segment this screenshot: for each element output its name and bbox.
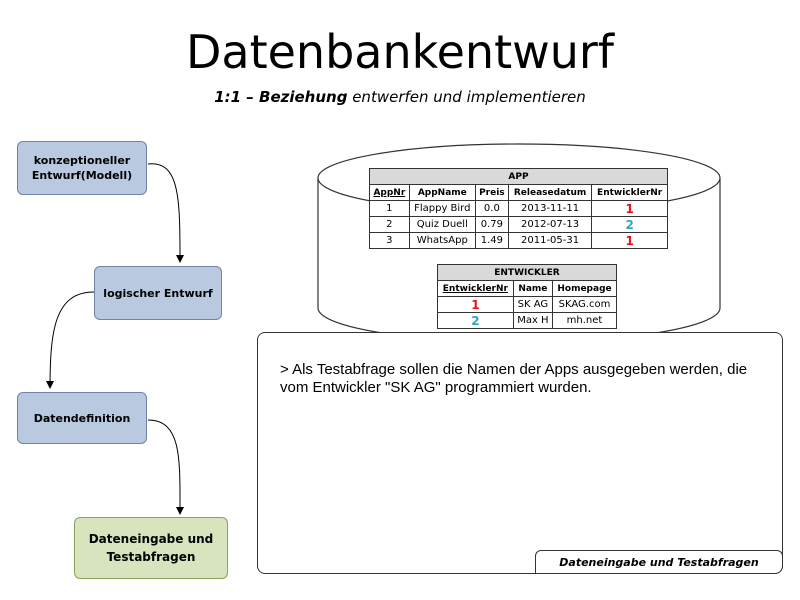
app-col-appname: AppName bbox=[408, 184, 476, 201]
cell: Max H bbox=[512, 312, 554, 329]
pk-cell: 2 bbox=[437, 312, 514, 329]
app-col-releasedatum: Releasedatum bbox=[507, 184, 593, 201]
cell: 2013-11-11 bbox=[507, 200, 593, 217]
pk-cell: 1 bbox=[437, 296, 514, 313]
entwickler-col-name: Name bbox=[512, 280, 554, 297]
cell: 1 bbox=[369, 200, 410, 217]
cell: WhatsApp bbox=[408, 232, 476, 249]
arrow-3-4 bbox=[147, 419, 185, 515]
cell: 0.79 bbox=[474, 216, 509, 233]
arrow-2-3 bbox=[46, 291, 95, 389]
cell: 2011-05-31 bbox=[507, 232, 593, 249]
flow-step-dateneingabe: Dateneingabe und Testabfragen bbox=[74, 517, 228, 579]
fk-cell: 1 bbox=[591, 200, 668, 217]
query-panel: > Als Testabfrage sollen die Namen der A… bbox=[257, 332, 783, 574]
flow-step-logisch: logischer Entwurf bbox=[94, 266, 222, 320]
flow-step-konzeptionell: konzeptioneller Entwurf(Modell) bbox=[17, 141, 147, 195]
table-row: 1 SK AG SKAG.com bbox=[437, 296, 617, 313]
entwickler-col-entwicklernr: EntwicklerNr bbox=[437, 280, 514, 297]
table-row: 1 Flappy Bird 0.0 2013-11-11 1 bbox=[369, 200, 668, 217]
subtitle-strong: 1:1 – Beziehung bbox=[214, 88, 348, 106]
cell: SKAG.com bbox=[552, 296, 617, 313]
entwickler-col-homepage: Homepage bbox=[552, 280, 617, 297]
entwickler-table: ENTWICKLER EntwicklerNr Name Homepage 1 … bbox=[437, 264, 617, 329]
page-subtitle: 1:1 – Beziehung entwerfen und implementi… bbox=[0, 88, 800, 106]
entwickler-table-caption: ENTWICKLER bbox=[437, 264, 617, 281]
table-row: 3 WhatsApp 1.49 2011-05-31 1 bbox=[369, 232, 668, 249]
query-text: > Als Testabfrage sollen die Namen der A… bbox=[280, 361, 748, 396]
app-table-caption: APP bbox=[369, 168, 668, 185]
cell: 2012-07-13 bbox=[507, 216, 593, 233]
flow-step-datendefinition: Datendefinition bbox=[17, 392, 147, 444]
app-table: APP AppNr AppName Preis Releasedatum Ent… bbox=[369, 168, 668, 249]
cell: 3 bbox=[369, 232, 410, 249]
panel-tab-label: Dateneingabe und Testabfragen bbox=[535, 550, 783, 574]
table-row: 2 Quiz Duell 0.79 2012-07-13 2 bbox=[369, 216, 668, 233]
cell: 2 bbox=[369, 216, 410, 233]
subtitle-rest: entwerfen und implementieren bbox=[347, 88, 586, 106]
arrow-1-2 bbox=[147, 163, 184, 263]
fk-cell: 2 bbox=[591, 216, 668, 233]
cell: SK AG bbox=[512, 296, 554, 313]
cell: 0.0 bbox=[474, 200, 509, 217]
app-col-entwicklernr: EntwicklerNr bbox=[591, 184, 668, 201]
cell: Flappy Bird bbox=[408, 200, 476, 217]
page-title: Datenbankentwurf bbox=[185, 25, 614, 79]
cell: mh.net bbox=[552, 312, 617, 329]
cell: Quiz Duell bbox=[408, 216, 476, 233]
fk-cell: 1 bbox=[591, 232, 668, 249]
table-row: 2 Max H mh.net bbox=[437, 312, 617, 329]
app-col-preis: Preis bbox=[474, 184, 509, 201]
app-col-appnr: AppNr bbox=[369, 184, 410, 201]
cell: 1.49 bbox=[474, 232, 509, 249]
